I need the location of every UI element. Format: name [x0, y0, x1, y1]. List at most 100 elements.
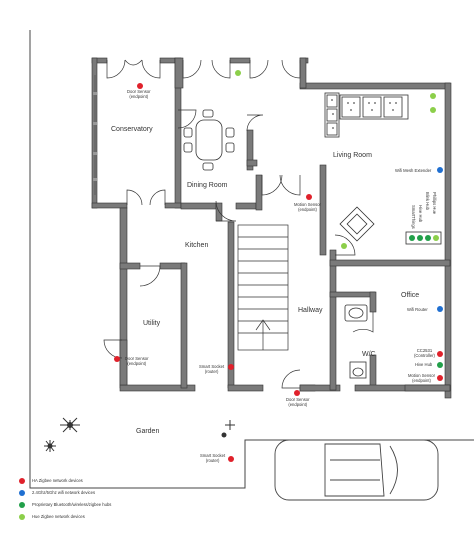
wall	[329, 291, 376, 298]
plant-icon	[44, 417, 235, 452]
label-hive-hub: Hive Hub	[415, 362, 433, 367]
wall	[180, 202, 217, 210]
wall	[91, 202, 128, 209]
label-wifi-router: Wifi Router	[407, 307, 428, 312]
label-motion-sensor-office: Motion Sensor(endpoint)	[408, 373, 435, 383]
room-label-kitchen: Kitchen	[185, 242, 209, 249]
hue-dot	[341, 243, 347, 249]
wall	[164, 202, 182, 209]
door-sensor-dot	[137, 83, 143, 89]
label-motion-sensor-hall: Motion Sensor(endpoint)	[294, 202, 321, 212]
wall	[119, 339, 128, 386]
hue-bridge-dot	[433, 235, 439, 241]
cc2531-dot	[437, 351, 443, 357]
door	[103, 339, 123, 359]
dining-table	[183, 109, 235, 171]
door	[246, 114, 264, 132]
room-label-wc: W/C	[362, 351, 376, 358]
wall	[159, 57, 176, 64]
wall	[180, 262, 188, 389]
toilet	[349, 361, 367, 379]
wall	[235, 202, 257, 210]
wall	[227, 221, 235, 389]
door	[106, 59, 126, 79]
door	[281, 369, 301, 389]
legend-item-hue: Hue Zigbee network devices	[32, 514, 85, 519]
wall	[119, 262, 141, 270]
wall	[369, 291, 377, 313]
room-label-utility: Utility	[143, 320, 161, 327]
door	[279, 174, 301, 196]
door	[352, 312, 374, 333]
motion-sensor-office-dot	[437, 375, 443, 381]
label-wifi-mesh-extender: Wifi Mesh Extender	[395, 168, 432, 173]
smart-socket-dot	[228, 364, 234, 370]
room-label-office: Office	[401, 292, 420, 299]
wall	[255, 174, 263, 211]
wall	[91, 57, 98, 209]
door	[249, 59, 269, 79]
door	[126, 189, 143, 206]
door	[182, 59, 202, 79]
room-label-dining-room: Dining Room	[187, 182, 228, 189]
wall	[319, 164, 327, 256]
hue-dot	[430, 93, 436, 99]
device-dots	[114, 70, 443, 462]
hue-dot	[430, 107, 436, 113]
hive-hub-dot	[437, 362, 443, 368]
label-hive-hub-vertical: Hive Hub	[418, 205, 423, 223]
label-door-sensor-front: Door Sensor(endpoint)	[286, 397, 310, 407]
door	[149, 189, 166, 206]
room-label-conservatory: Conservatory	[111, 126, 153, 133]
door	[261, 174, 283, 196]
room-label-garden: Garden	[136, 428, 160, 435]
legend-item-hubs: Proprietary Bluetooth/wireless/zigbee hu…	[32, 502, 112, 507]
wifi-extender-dot	[437, 167, 443, 173]
wall	[119, 384, 196, 392]
legend-item-wifi: 2.4Ghz/5Ghz wifi network devices	[32, 490, 96, 495]
wall	[246, 129, 254, 171]
legend-item-zigbee: HA Zigbee network devices	[32, 478, 83, 483]
door	[139, 265, 161, 287]
sofa	[324, 92, 409, 138]
staircase	[237, 224, 289, 351]
hue-dot	[235, 70, 241, 76]
wall	[174, 57, 184, 89]
plant-icon	[47, 422, 227, 449]
door-sensor-utility-dot	[114, 356, 120, 362]
wall	[299, 57, 307, 89]
wall	[246, 159, 258, 167]
label-phillips-hue: Phillips Hue	[432, 192, 437, 215]
wall	[444, 82, 452, 399]
wall	[227, 384, 264, 392]
label-door-sensor-conservatory: Door Sensor(endpoint)	[127, 89, 151, 99]
smart-socket-garden-dot	[228, 456, 234, 462]
door-sensor-front-dot	[294, 390, 300, 396]
label-blink-hub: Blink Hub	[425, 192, 430, 210]
door	[215, 200, 237, 222]
hub-dot	[417, 235, 423, 241]
door	[281, 59, 301, 79]
door	[177, 109, 197, 129]
door	[141, 59, 161, 79]
room-label-living-room: Living Room	[333, 152, 372, 159]
wall	[329, 259, 451, 267]
wifi-router-dot	[437, 306, 443, 312]
wall	[299, 82, 451, 90]
coffee-table	[339, 206, 375, 242]
label-smartthings: SmartThings	[411, 205, 416, 229]
hub-dot	[425, 235, 431, 241]
legend-dots	[19, 478, 25, 520]
sink	[344, 304, 368, 322]
label-door-sensor-utility: Door Sensor(endpoint)	[125, 356, 149, 366]
hub-shelf	[405, 231, 442, 245]
wall	[229, 57, 251, 64]
label-cc2531: CC2531(Controller)	[414, 348, 435, 358]
wall	[329, 249, 337, 391]
door	[211, 59, 231, 79]
label-smart-socket-garden: Smart Socket(router)	[200, 453, 226, 463]
wall	[404, 384, 451, 392]
door	[334, 234, 356, 256]
motion-sensor-dot	[306, 194, 312, 200]
